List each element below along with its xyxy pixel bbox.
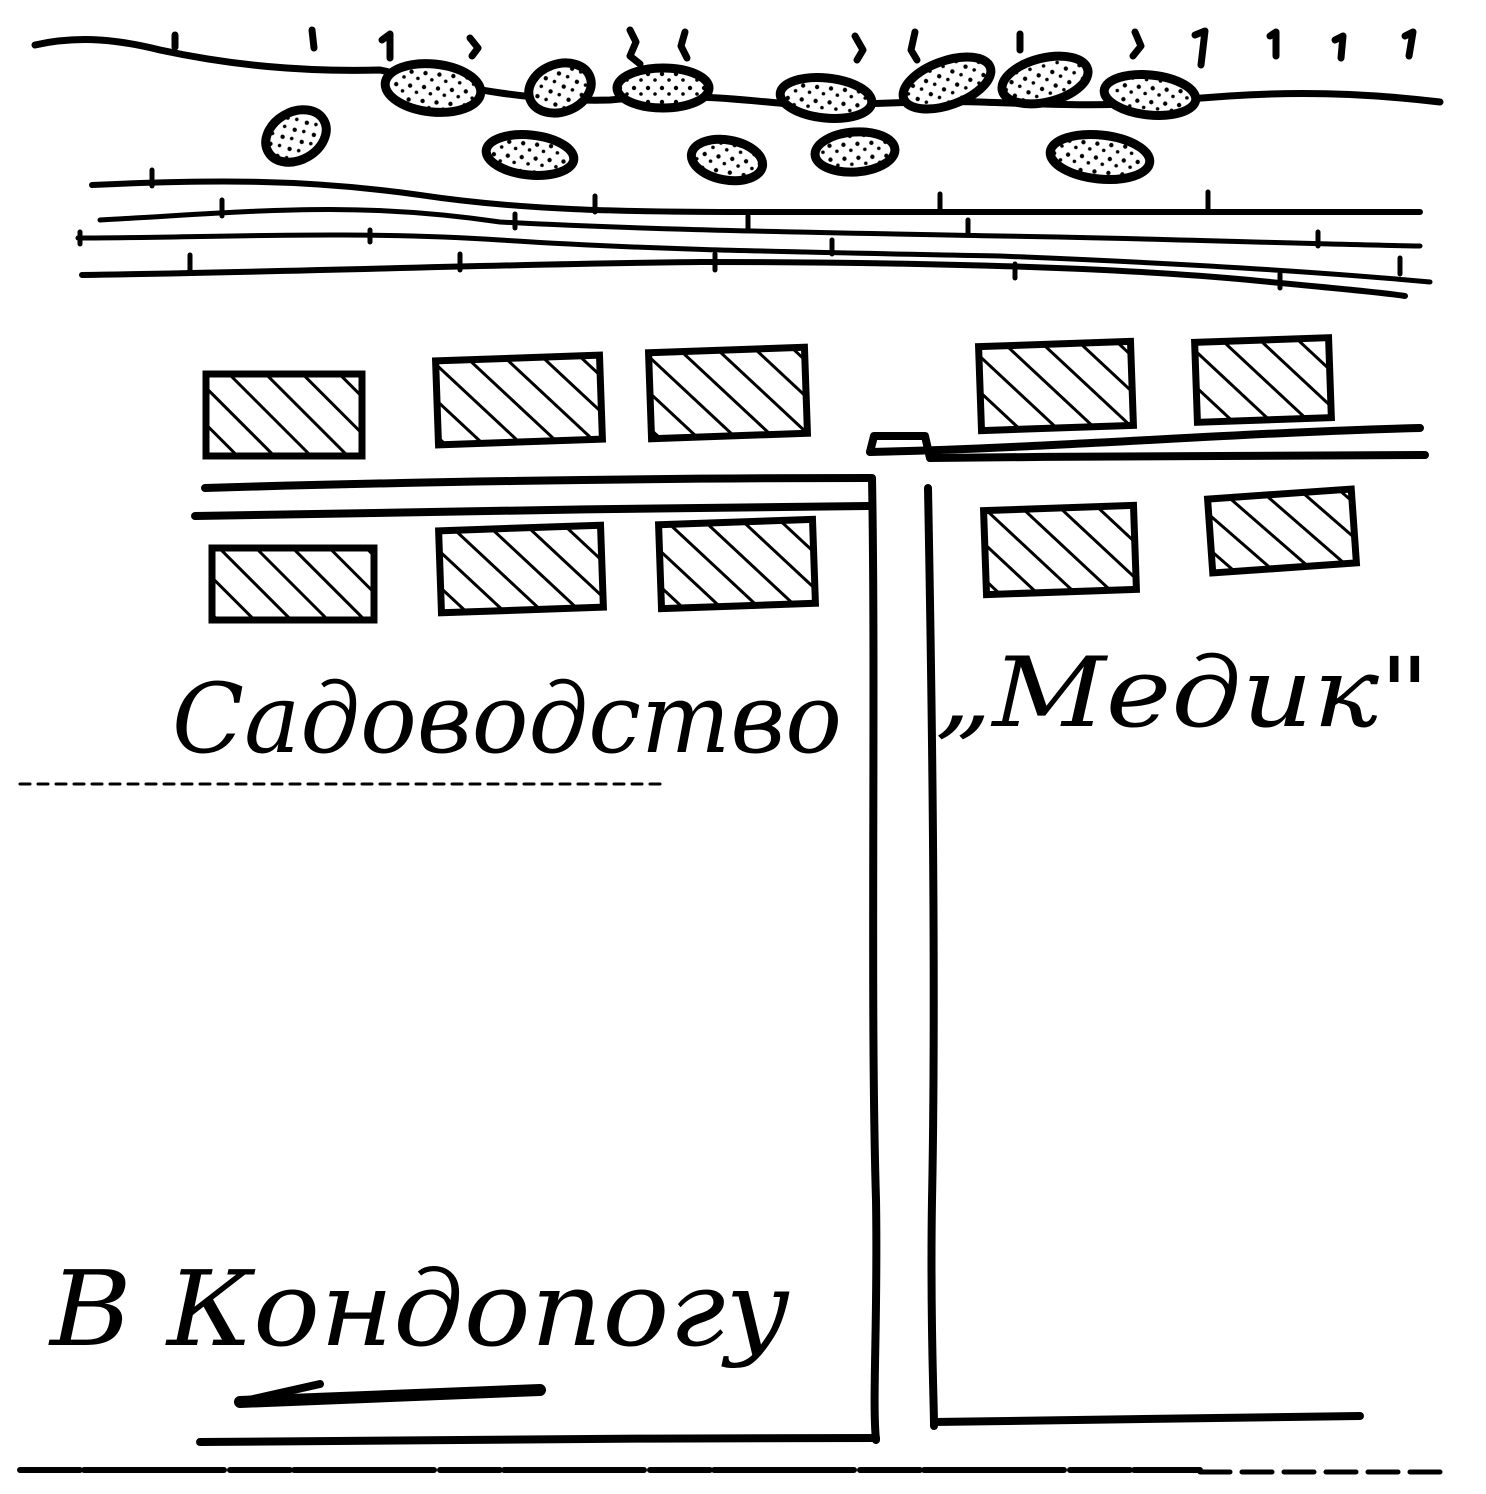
stones — [261, 51, 1201, 186]
plot — [208, 544, 378, 624]
label-settlement-right: „Медик" — [935, 637, 1430, 749]
plot — [1203, 485, 1361, 577]
plot — [1191, 334, 1335, 426]
plot — [202, 370, 366, 460]
plot — [979, 501, 1141, 599]
plot — [434, 521, 608, 617]
label-direction: В Кондопогу — [48, 1248, 790, 1370]
plot — [654, 515, 820, 613]
plot — [974, 337, 1138, 435]
label-settlement-left: Садоводство — [172, 663, 842, 775]
railway-lines — [75, 167, 1433, 299]
plot — [644, 343, 812, 443]
plot — [431, 351, 607, 449]
reeds — [171, 26, 1417, 69]
plots-upper — [202, 334, 1335, 460]
shoreline — [31, 36, 1444, 109]
plots-lower — [208, 485, 1361, 624]
dashed-lines — [17, 782, 1448, 1475]
arrow-left-icon — [234, 1380, 546, 1408]
roads — [191, 424, 1429, 1446]
